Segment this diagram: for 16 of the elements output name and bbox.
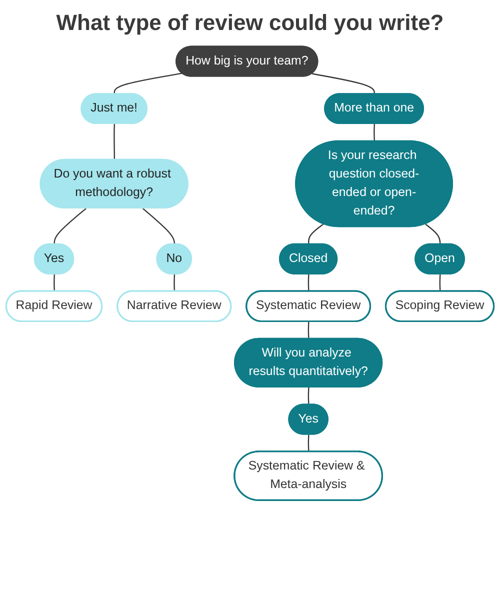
- connector: [308, 387, 310, 405]
- connector: [54, 274, 55, 292]
- connector: [439, 274, 441, 292]
- connector: [142, 208, 176, 244]
- connector: [308, 322, 310, 339]
- connector: [308, 434, 310, 452]
- connector: [114, 72, 182, 94]
- connector: [312, 73, 375, 94]
- connector: [174, 274, 176, 292]
- connector: [54, 208, 86, 244]
- connector: [374, 124, 375, 142]
- connector: [425, 224, 441, 244]
- connector: [114, 124, 116, 160]
- connector: [308, 274, 310, 292]
- title: What type of review could you write?: [55, 10, 445, 36]
- connector: [308, 224, 324, 244]
